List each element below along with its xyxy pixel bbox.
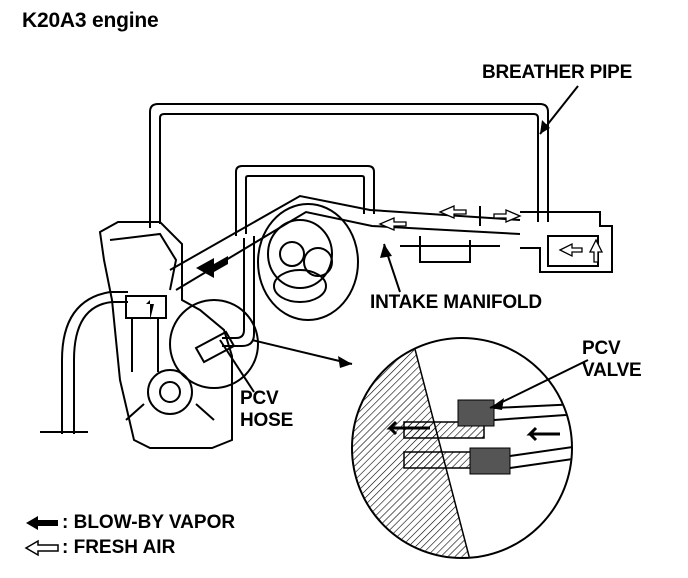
legend: : BLOW-BY VAPOR : FRESH AIR <box>24 510 235 560</box>
legend-item-blow-by: : BLOW-BY VAPOR <box>24 510 235 535</box>
legend-label: : BLOW-BY VAPOR <box>62 511 236 533</box>
breather-pipe <box>149 103 549 228</box>
intake-plenum <box>257 203 359 321</box>
engine-block <box>98 221 233 449</box>
pcv-hose-label-line2: HOSE <box>240 410 294 431</box>
page-title: K20A3 engine <box>22 9 159 32</box>
legend-label: : FRESH AIR <box>62 536 176 558</box>
detail-callout-circle <box>169 299 259 389</box>
pcv-valve-label-line1: PCV <box>582 338 621 359</box>
pcv-hose-label-line1: PCV <box>240 388 279 409</box>
pcv-valve-label: PCV VALVE <box>582 338 642 382</box>
breather-pipe-label: BREATHER PIPE <box>482 62 633 83</box>
pcv-hose-pipe <box>222 238 245 339</box>
solid-arrow-icon <box>26 515 58 530</box>
legend-item-fresh-air: : FRESH AIR <box>24 535 235 560</box>
outline-arrow-icon <box>24 539 59 556</box>
pcv-valve-detail <box>351 337 573 559</box>
pcv-hose-label: PCV HOSE <box>240 388 293 432</box>
intake-manifold-label: INTAKE MANIFOLD <box>370 292 542 313</box>
pcv-valve-label-line2: VALVE <box>582 360 642 381</box>
